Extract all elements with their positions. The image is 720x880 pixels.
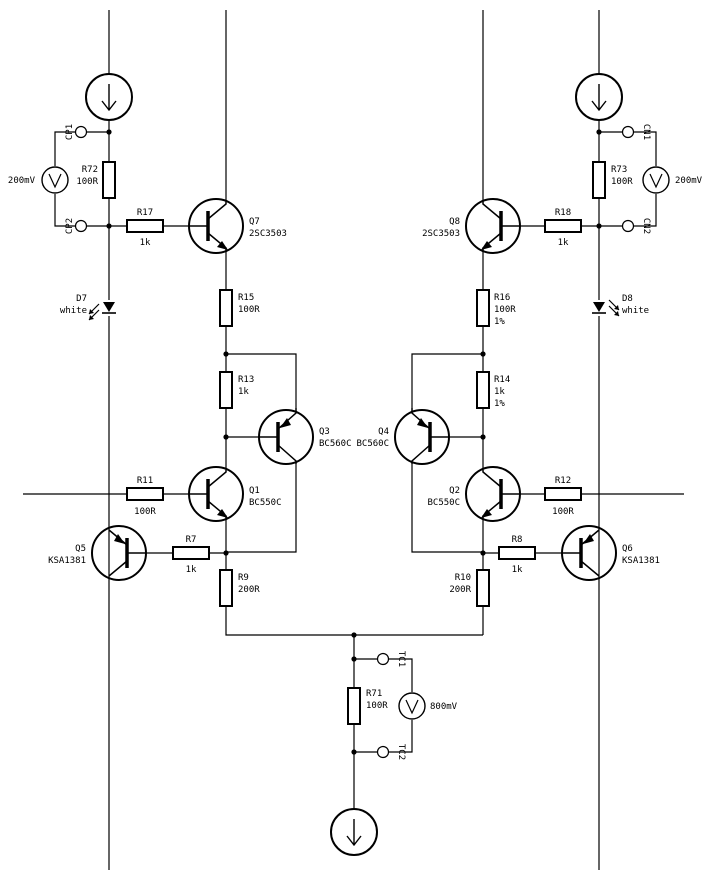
r18-value: 1k (558, 238, 569, 248)
r11-ref: R11 (137, 476, 153, 486)
q2-value: BC550C (427, 498, 460, 508)
cn1-label: CN1 (641, 124, 651, 140)
cn2-label: CN2 (641, 218, 651, 234)
voltmeter-left (41, 166, 69, 194)
q7-ref: Q7 (249, 217, 260, 227)
d8-value: white (622, 306, 649, 316)
d7-ref: D7 (76, 294, 87, 304)
voltmeter-right (642, 166, 670, 194)
q7-value: 2SC3503 (249, 229, 287, 239)
junctions (106, 129, 602, 755)
r12-value: 100R (552, 507, 574, 517)
r16-tol: 1% (494, 317, 505, 327)
r7-ref: R7 (186, 535, 197, 545)
q2-ref: Q2 (449, 486, 460, 496)
r14-tol: 1% (494, 399, 505, 409)
q1-value: BC550C (249, 498, 282, 508)
r15-value: 100R (238, 305, 260, 315)
transistor-q6 (561, 525, 617, 581)
tc1-label: TC1 (396, 651, 406, 667)
cp2-label: CP2 (65, 218, 75, 234)
transistor-q3 (258, 408, 314, 465)
test-terminals (74, 125, 635, 759)
transistor-q4 (394, 408, 450, 465)
r17-ref: R17 (137, 208, 153, 218)
wires (23, 10, 684, 870)
meter-right-label: 200mV (675, 176, 703, 186)
r73-value: 100R (611, 177, 633, 187)
r11-value: 100R (134, 507, 156, 517)
r9-ref: R9 (238, 573, 249, 583)
r18-ref: R18 (555, 208, 571, 218)
r12-ref: R12 (555, 476, 571, 486)
r10-ref: R10 (455, 573, 471, 583)
r13-value: 1k (238, 387, 249, 397)
r8-value: 1k (512, 565, 523, 575)
current-source-right (575, 73, 623, 121)
d7-value: white (60, 306, 87, 316)
r9-value: 200R (238, 585, 260, 595)
transistor-q1 (188, 466, 244, 522)
r10-value: 200R (449, 585, 471, 595)
q3-value: BC560C (319, 439, 352, 449)
r17-value: 1k (140, 238, 151, 248)
r8-ref: R8 (512, 535, 523, 545)
q1-ref: Q1 (249, 486, 260, 496)
transistor-q5 (91, 525, 147, 581)
r14-value: 1k (494, 387, 505, 397)
q8-ref: Q8 (449, 217, 460, 227)
r71-ref: R71 (366, 689, 382, 699)
q3-ref: Q3 (319, 427, 330, 437)
q8-value: 2SC3503 (422, 229, 460, 239)
r15-ref: R15 (238, 293, 254, 303)
transistor-q7 (188, 198, 244, 254)
q6-ref: Q6 (622, 544, 633, 554)
transistor-q2 (465, 466, 521, 522)
voltmeter-center (398, 692, 426, 720)
meter-center-label: 800mV (430, 702, 458, 712)
q5-ref: Q5 (75, 544, 86, 554)
q4-value: BC560C (356, 439, 389, 449)
q6-value: KSA1381 (622, 556, 660, 566)
r16-ref: R16 (494, 293, 510, 303)
cp1-label: CP1 (65, 124, 75, 140)
current-source-left (85, 73, 133, 121)
current-source-tail (330, 808, 378, 856)
transistor-q8 (465, 198, 521, 254)
d8-ref: D8 (622, 294, 633, 304)
tc2-label: TC2 (396, 744, 406, 760)
r73-ref: R73 (611, 165, 627, 175)
r13-ref: R13 (238, 375, 254, 385)
meter-left-label: 200mV (8, 176, 36, 186)
q4-ref: Q4 (378, 427, 389, 437)
r16-value: 100R (494, 305, 516, 315)
r14-ref: R14 (494, 375, 510, 385)
led-d7 (88, 302, 116, 321)
led-d8 (592, 299, 620, 317)
r72-ref: R72 (82, 165, 98, 175)
r71-value: 100R (366, 701, 388, 711)
r7-value: 1k (186, 565, 197, 575)
q5-value: KSA1381 (48, 556, 86, 566)
r72-value: 100R (76, 177, 98, 187)
